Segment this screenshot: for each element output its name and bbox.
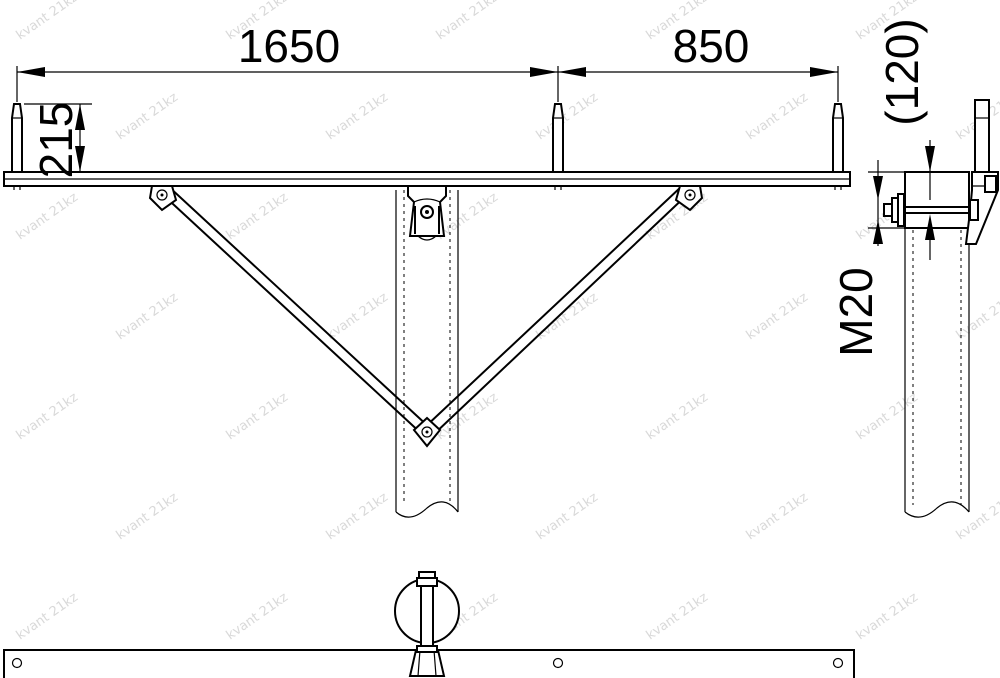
side-bracket xyxy=(964,99,999,245)
watermark-text: kvant 21kz xyxy=(224,590,291,643)
dimension-label-1650: 1650 xyxy=(238,20,340,72)
watermark-text: kvant 21kz xyxy=(114,90,181,143)
watermark-text: kvant 21kz xyxy=(744,290,811,343)
watermark-text: kvant 21kz xyxy=(324,290,391,343)
watermark-text: kvant 21kz xyxy=(744,490,811,543)
watermark-text: kvant 21kz xyxy=(324,490,391,543)
strut-bracket-right xyxy=(674,185,704,212)
watermark-text: kvant 21kz xyxy=(434,0,501,43)
dimension-label-120: (120) xyxy=(876,18,928,125)
insulator-pin-right xyxy=(832,103,844,190)
watermark-text: kvant 21kz xyxy=(14,0,81,43)
dimension-bracket-offset xyxy=(925,140,935,260)
front-view: 1650 850 215 xyxy=(3,20,851,518)
dimension-label-215: 215 xyxy=(30,102,82,179)
side-view: (120) M20 xyxy=(830,18,999,518)
pole-side xyxy=(904,171,970,518)
dimension-bolt xyxy=(868,160,905,246)
dimension-span xyxy=(16,66,839,102)
pole-clamp xyxy=(407,185,447,241)
top-view xyxy=(3,571,855,678)
watermark-text: kvant 21kz xyxy=(14,190,81,243)
watermark-text: kvant 21kz xyxy=(114,290,181,343)
watermark-text: kvant 21kz xyxy=(224,190,291,243)
hole-middle xyxy=(552,657,564,669)
watermark-text: kvant 21kz xyxy=(534,490,601,543)
watermark-text: kvant 21kz xyxy=(434,390,501,443)
strut-left xyxy=(159,185,431,437)
pole-section-top xyxy=(394,571,460,677)
strut-junction-bracket xyxy=(412,416,442,448)
watermark-text: kvant 21kz xyxy=(224,390,291,443)
watermark-text: kvant 21kz xyxy=(854,390,921,443)
strut-right xyxy=(423,185,691,437)
watermark-text: kvant 21kz xyxy=(14,390,81,443)
watermark-text: kvant 21kz xyxy=(14,590,81,643)
dimension-label-m20: M20 xyxy=(830,267,882,356)
bolt-m20 xyxy=(883,193,979,227)
dimension-height xyxy=(24,103,92,173)
hole-right xyxy=(832,657,844,669)
watermark-text: kvant 21kz xyxy=(854,590,921,643)
watermark-text: kvant 21kz xyxy=(744,90,811,143)
watermark-text: kvant 21kz xyxy=(644,590,711,643)
watermark-text: kvant 21kz xyxy=(534,90,601,143)
watermark-text: kvant 21kz xyxy=(114,490,181,543)
insulator-pin-middle xyxy=(552,103,564,190)
watermark-text: kvant 21kz xyxy=(324,90,391,143)
hole-left xyxy=(11,657,23,669)
strut-bracket-left xyxy=(148,185,178,212)
watermark-text: kvant 21kz xyxy=(644,390,711,443)
dimension-label-850: 850 xyxy=(673,20,750,72)
insulator-pin-left xyxy=(11,103,23,190)
pole-front xyxy=(395,190,459,518)
